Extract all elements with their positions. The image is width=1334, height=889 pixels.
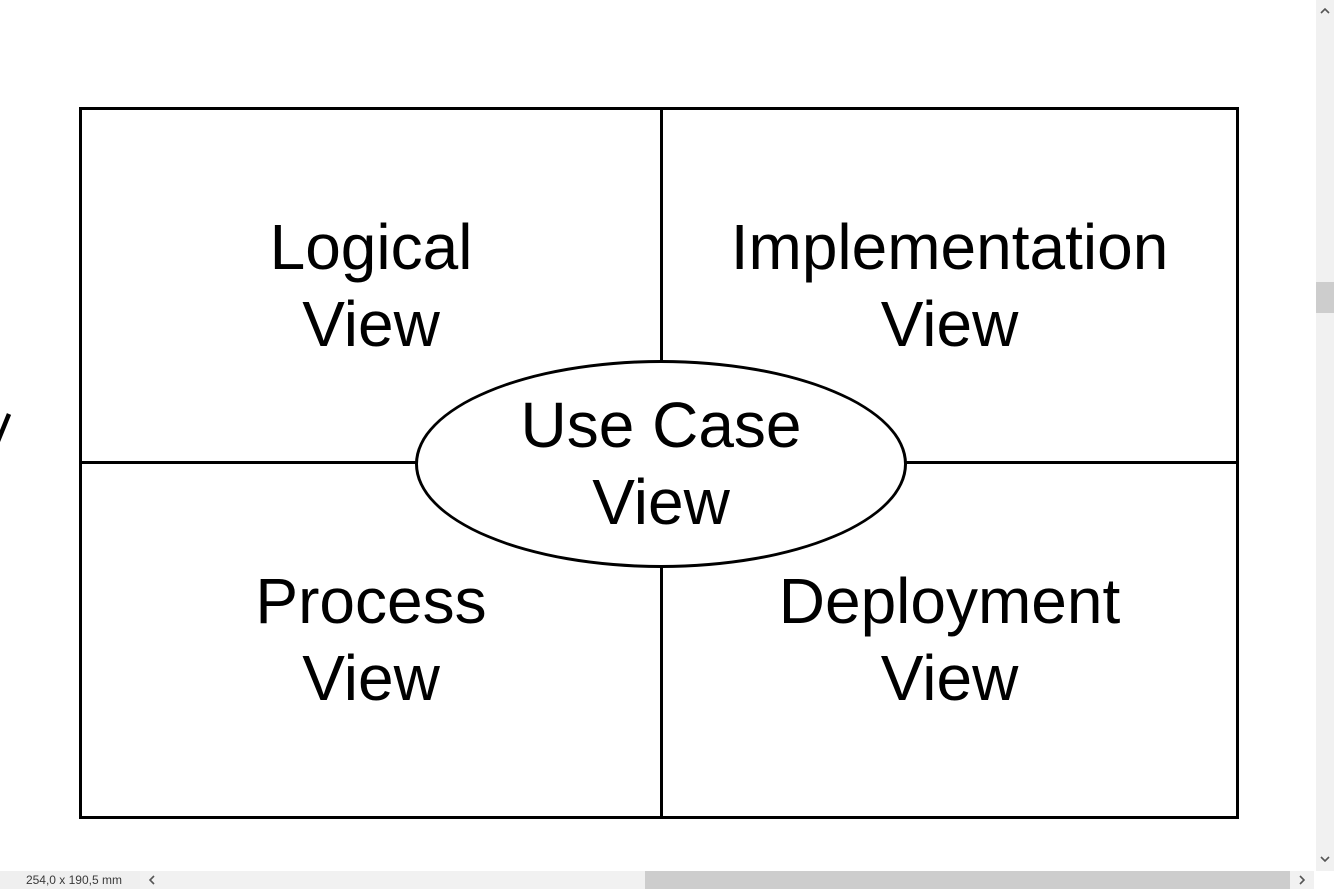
four-plus-one-view-diagram: Logical View Implementation View Process… (79, 107, 1239, 819)
horizontal-scrollbar[interactable] (164, 871, 1290, 889)
quadrant-label: Process View (255, 565, 487, 714)
quadrant-label: Implementation View (730, 210, 1169, 360)
scroll-down-button[interactable] (1316, 850, 1334, 867)
clipped-shape-fragment (0, 413, 12, 442)
quadrant-implementation-view[interactable]: Implementation View (663, 110, 1236, 464)
scroll-right-button[interactable] (1290, 871, 1314, 889)
vertical-scrollbar-thumb[interactable] (1316, 282, 1334, 313)
vertical-scrollbar[interactable] (1316, 0, 1334, 871)
use-case-view-ellipse[interactable]: Use Case View (415, 360, 907, 568)
scroll-up-button[interactable] (1316, 2, 1334, 19)
quadrant-label: Logical View (269, 210, 473, 360)
horizontal-scrollbar-thumb[interactable] (645, 871, 1290, 889)
scroll-left-button[interactable] (140, 871, 164, 889)
quadrant-deployment-view[interactable]: Deployment View (663, 464, 1236, 816)
status-bar: 254,0 x 190,5 mm (0, 871, 1334, 889)
page-size-label: 254,0 x 190,5 mm (0, 871, 140, 889)
chevron-down-icon (1320, 855, 1330, 862)
chevron-up-icon (1320, 7, 1330, 14)
ellipse-label: Use Case View (520, 389, 802, 538)
quadrant-process-view[interactable]: Process View (82, 464, 663, 816)
scrollbar-corner (1314, 871, 1334, 889)
chevron-right-icon (1299, 875, 1305, 885)
quadrant-logical-view[interactable]: Logical View (82, 110, 663, 464)
chevron-left-icon (149, 875, 155, 885)
quadrant-label: Deployment View (778, 565, 1121, 714)
